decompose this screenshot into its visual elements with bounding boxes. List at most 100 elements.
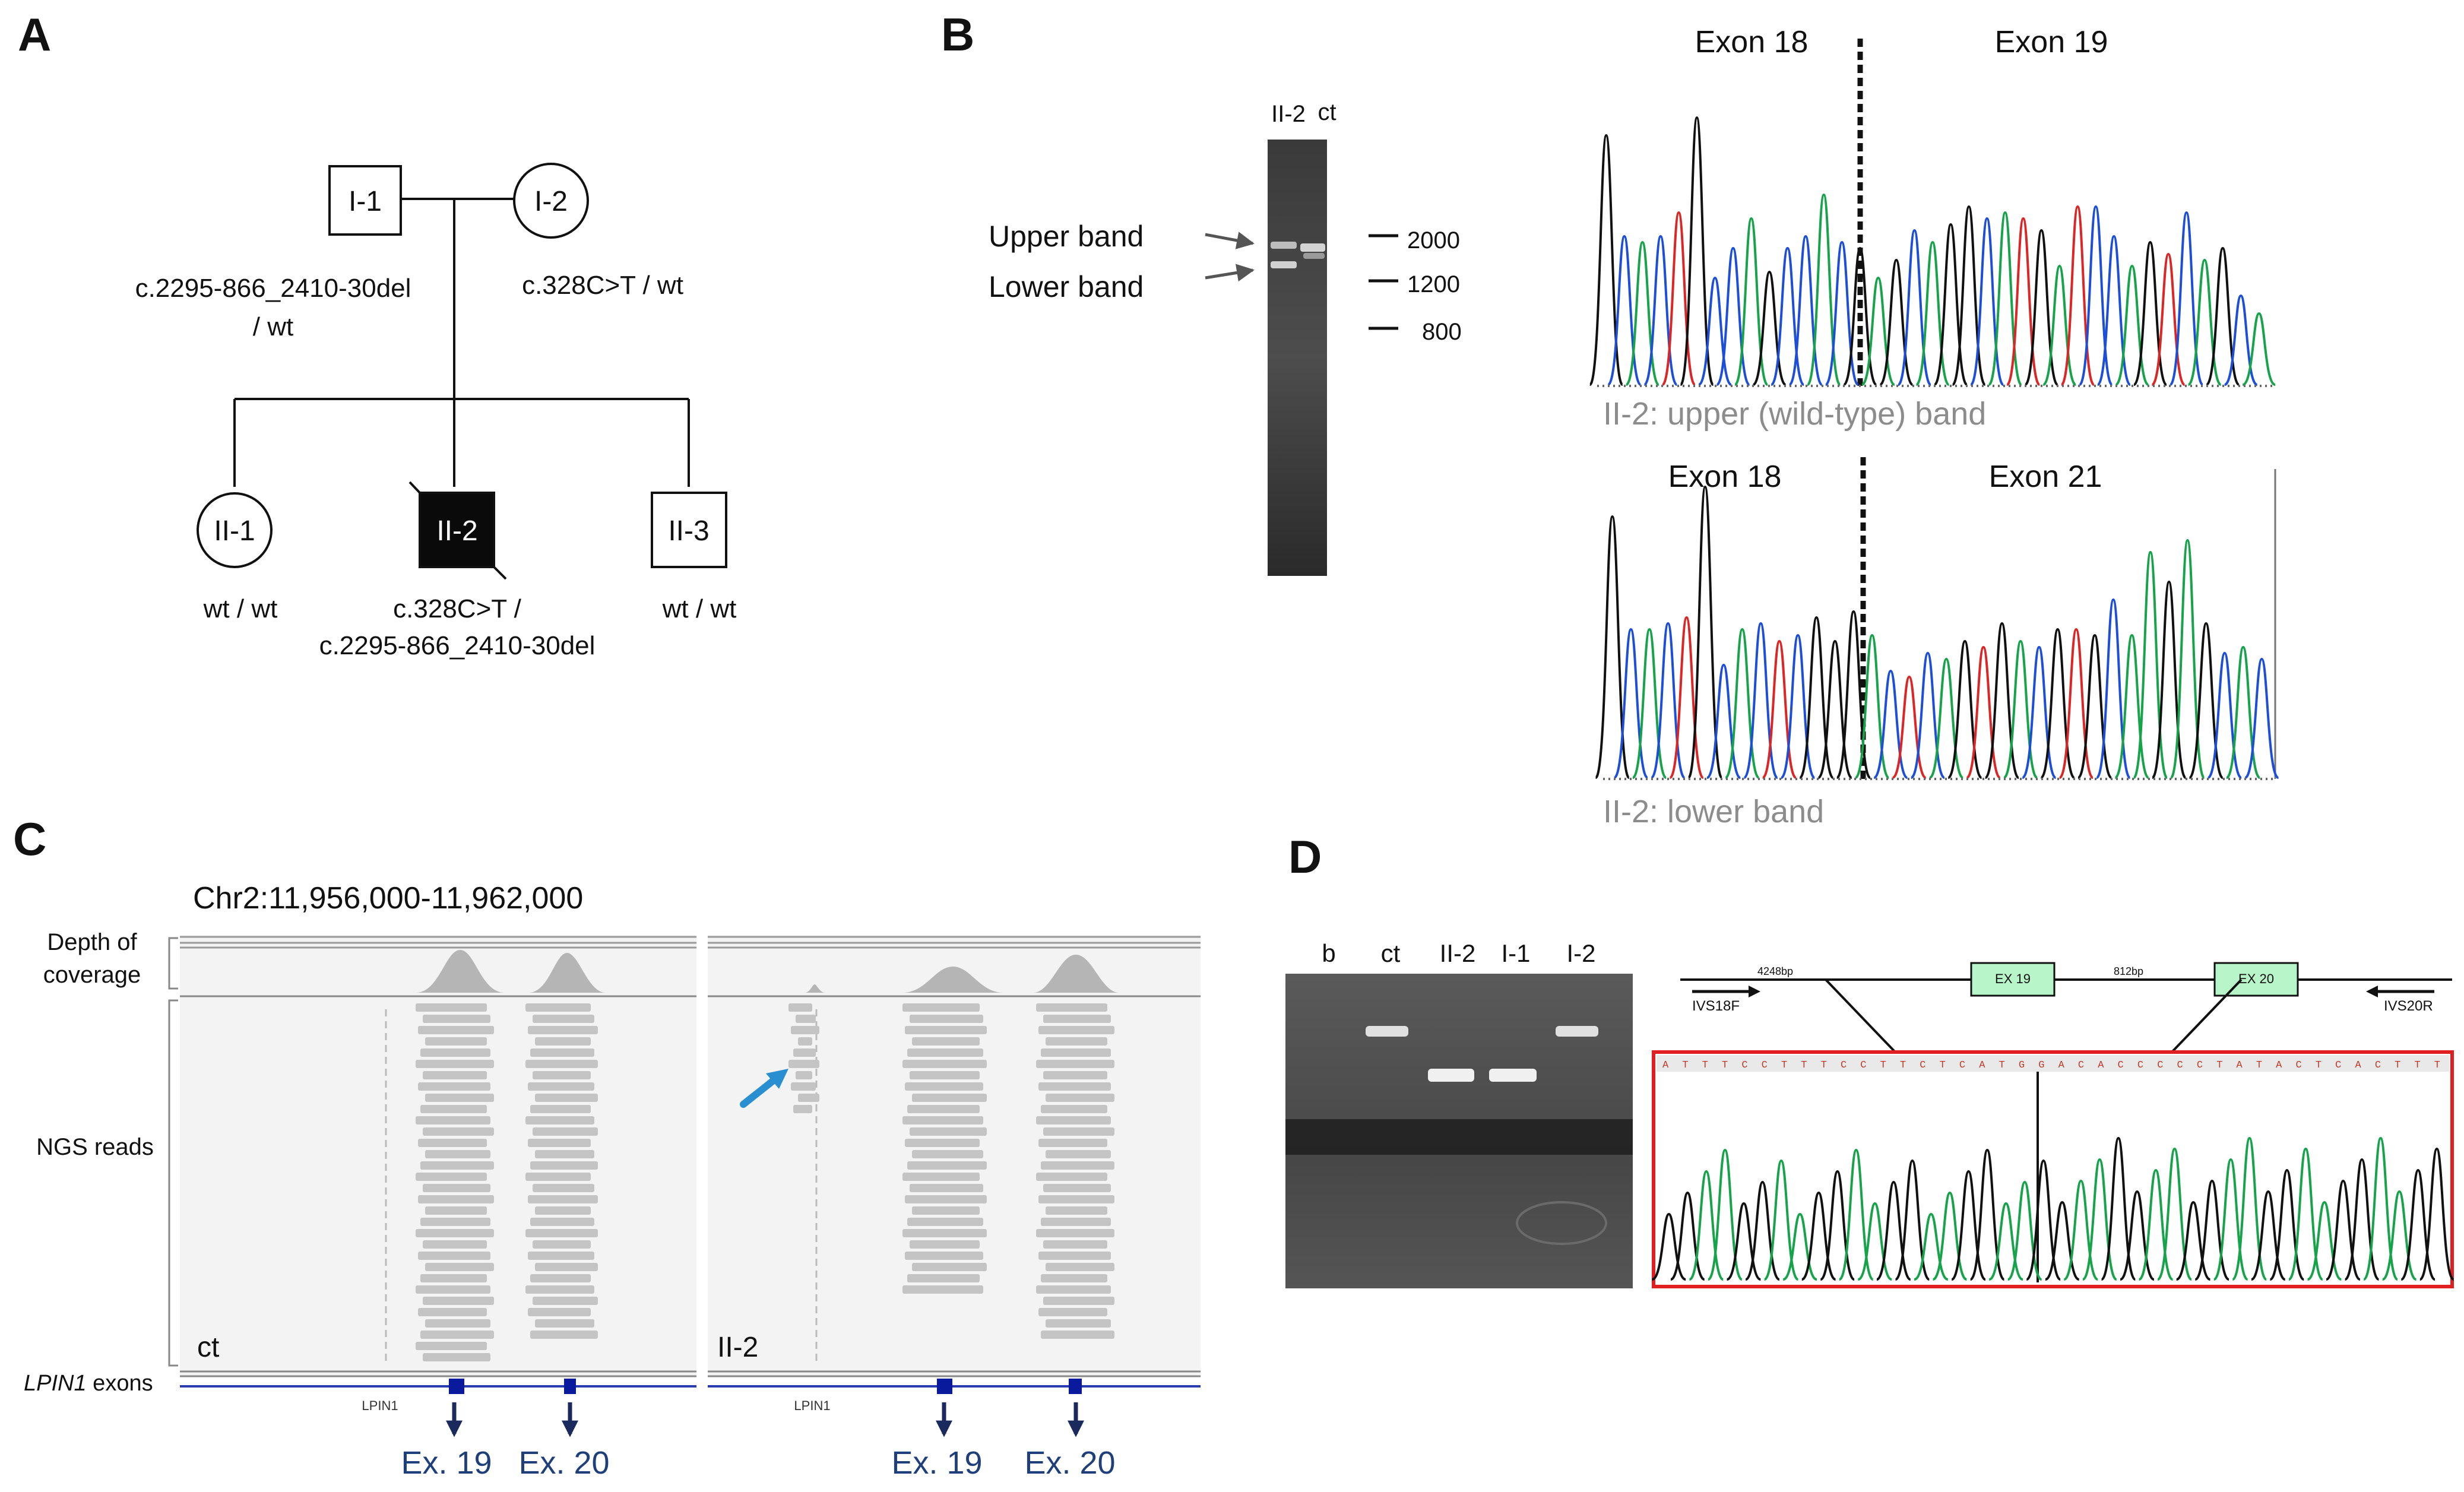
ngs-read — [912, 1150, 983, 1158]
trace-lower-caption: II-2: lower band — [1603, 794, 1824, 829]
ngs-read — [902, 1285, 983, 1294]
exon-label-ct-19: Ex. 19 — [401, 1445, 492, 1481]
igv-track-ct: LPIN1 ct — [180, 935, 696, 1413]
ngs-read — [1041, 1331, 1114, 1339]
gel-d-lane-ii2: II-2 — [1440, 939, 1476, 967]
ngs-read — [912, 1037, 980, 1046]
ngs-read — [530, 1048, 594, 1057]
trace-peak — [1969, 1148, 2005, 1281]
exon-label-ct-20: Ex. 20 — [518, 1445, 609, 1481]
ngs-read — [1036, 1060, 1114, 1068]
ngs-read — [416, 1285, 490, 1294]
ngs-read — [528, 1139, 591, 1147]
ngs-read — [418, 1026, 494, 1034]
ngs-read — [912, 1206, 980, 1215]
ngs-read — [910, 1071, 980, 1079]
exon-label-ii2-19: Ex. 19 — [891, 1445, 982, 1481]
genotype-ii3: wt / wt — [662, 594, 737, 623]
ngs-read — [1043, 1015, 1111, 1023]
ngs-read — [416, 1173, 487, 1181]
individual-id-ii3: II-3 — [668, 515, 709, 547]
trace-upper-exon-right: Exon 19 — [1995, 25, 2108, 59]
trace-peak — [2026, 1159, 2061, 1281]
ngs-read — [535, 1206, 591, 1215]
upper-band-arrow — [1205, 232, 1255, 249]
ngs-read — [418, 1195, 494, 1203]
ladder-1200: 1200 — [1407, 271, 1460, 297]
ladder-800: 800 — [1422, 319, 1462, 345]
ngs-read — [1036, 1229, 1114, 1237]
genotype-i2: c.328C>T / wt — [522, 271, 683, 300]
ngs-read — [1036, 1285, 1111, 1294]
ngs-read — [1038, 1026, 1114, 1034]
schematic-exon1: EX 19 — [1995, 971, 2031, 986]
genotype-i1-line2: / wt — [253, 312, 293, 341]
ngs-read — [907, 1274, 980, 1282]
ngs-read — [1041, 1048, 1111, 1057]
ngs-read — [907, 1105, 980, 1113]
upper-band-label: Upper band — [989, 220, 1144, 253]
ngs-read — [533, 1015, 594, 1023]
ngs-read — [423, 1184, 490, 1192]
ngs-read — [533, 1184, 594, 1192]
ngs-read — [528, 1082, 594, 1091]
pedigree-individual-i1[interactable]: I-1 — [328, 165, 402, 236]
ngs-read — [1041, 1161, 1114, 1170]
reads-ct — [416, 1003, 598, 1361]
ngs-read — [902, 1173, 980, 1181]
ngs-read — [910, 1184, 983, 1192]
sample-label-ct: ct — [197, 1332, 219, 1363]
trace-peak — [2418, 1147, 2455, 1281]
ngs-read — [535, 1263, 598, 1271]
ngs-read — [420, 1048, 490, 1057]
trace-upper-exon-left: Exon 18 — [1695, 25, 1809, 59]
ngs-read — [1043, 1240, 1107, 1249]
schematic-size-left: 4248bp — [1757, 965, 1793, 977]
panel-c-letter: C — [13, 813, 46, 865]
trace-peak — [1763, 1159, 1799, 1281]
ngs-read — [1046, 1037, 1107, 1046]
trace-peak — [2231, 1136, 2268, 1281]
ngs-read — [905, 1139, 980, 1147]
ngs-read — [912, 1094, 987, 1102]
trace-lower-exon-left: Exon 18 — [1668, 460, 1782, 494]
chromatogram-lower — [1594, 485, 2279, 779]
ngs-read — [416, 1229, 494, 1237]
pedigree-individual-ii3[interactable]: II-3 — [651, 492, 727, 568]
ngs-read — [905, 1026, 987, 1034]
ngs-read — [1038, 1082, 1111, 1091]
individual-id-ii2: II-2 — [436, 515, 477, 547]
ngs-read — [423, 1240, 487, 1249]
ngs-read — [423, 1297, 494, 1305]
ngs-read — [1046, 1206, 1107, 1215]
ngs-read — [416, 1342, 487, 1350]
ngs-read — [525, 1173, 591, 1181]
pedigree-individual-ii2[interactable]: II-2 — [408, 481, 507, 580]
ladder-2000: 2000 — [1407, 227, 1460, 254]
ngs-read — [418, 1082, 490, 1091]
individual-id-i2: I-2 — [534, 186, 568, 217]
genotype-ii2-line2: c.2295-866_2410-30del — [319, 631, 596, 660]
ngs-read — [533, 1240, 591, 1249]
ngs-read — [798, 1094, 819, 1102]
gel-b-lane-ct: ct — [1317, 99, 1336, 125]
primer-forward: IVS18F — [1692, 998, 1740, 1014]
genotype-ii1: wt / wt — [203, 594, 278, 623]
ngs-read — [425, 1150, 490, 1158]
trace-peak — [1895, 1159, 1930, 1281]
ngs-read — [793, 1105, 812, 1113]
trace-peak — [2100, 1136, 2137, 1281]
igv-region: Chr2:11,956,000-11,962,000 — [193, 881, 583, 916]
ngs-read — [525, 1116, 594, 1124]
individual-id-ii1: II-1 — [214, 515, 255, 547]
gel-d-lane-i2: I-2 — [1566, 939, 1595, 967]
reads-label: NGS reads — [36, 1134, 154, 1160]
panel-d: D b ct II-2 I-1 I-2 EX 19 EX 20 4248bp 8… — [1285, 831, 2455, 1288]
ngs-read — [910, 1015, 983, 1023]
pedigree-individual-i2[interactable]: I-2 — [513, 163, 589, 239]
ngs-read — [1043, 1184, 1111, 1192]
ngs-read — [905, 1082, 983, 1091]
pedigree-individual-ii1[interactable]: II-1 — [197, 492, 273, 568]
ngs-read — [530, 1161, 598, 1170]
ngs-read — [902, 1116, 983, 1124]
